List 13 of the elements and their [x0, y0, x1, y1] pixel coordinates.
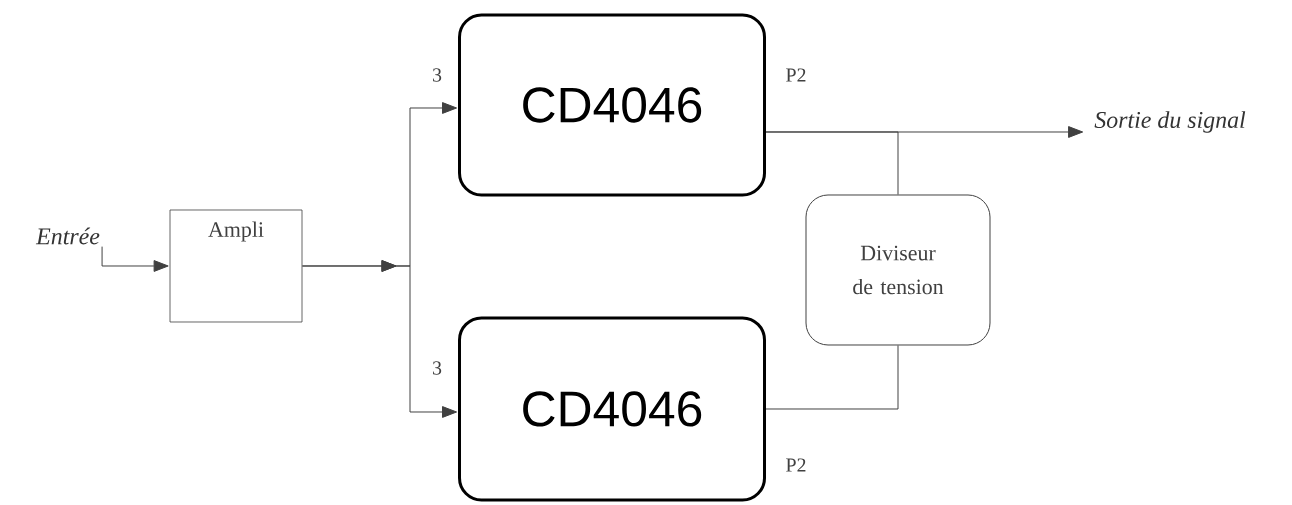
- pin-label: 3: [433, 361, 442, 375]
- output-label: Sortie du signal: [1094, 111, 1246, 133]
- chip-box: CD4046: [458, 316, 766, 502]
- input-label: Entrée: [35, 227, 100, 245]
- connector: [765, 345, 899, 410]
- amplifier-box: Ampli: [169, 209, 303, 323]
- pin-label: 3: [433, 68, 442, 82]
- connector: [101, 246, 169, 272]
- connector: [301, 260, 458, 418]
- pin-label: P2: [786, 458, 806, 472]
- pin-label: P2: [786, 68, 806, 82]
- connector: [765, 131, 899, 195]
- chip-box: CD4046: [458, 13, 766, 197]
